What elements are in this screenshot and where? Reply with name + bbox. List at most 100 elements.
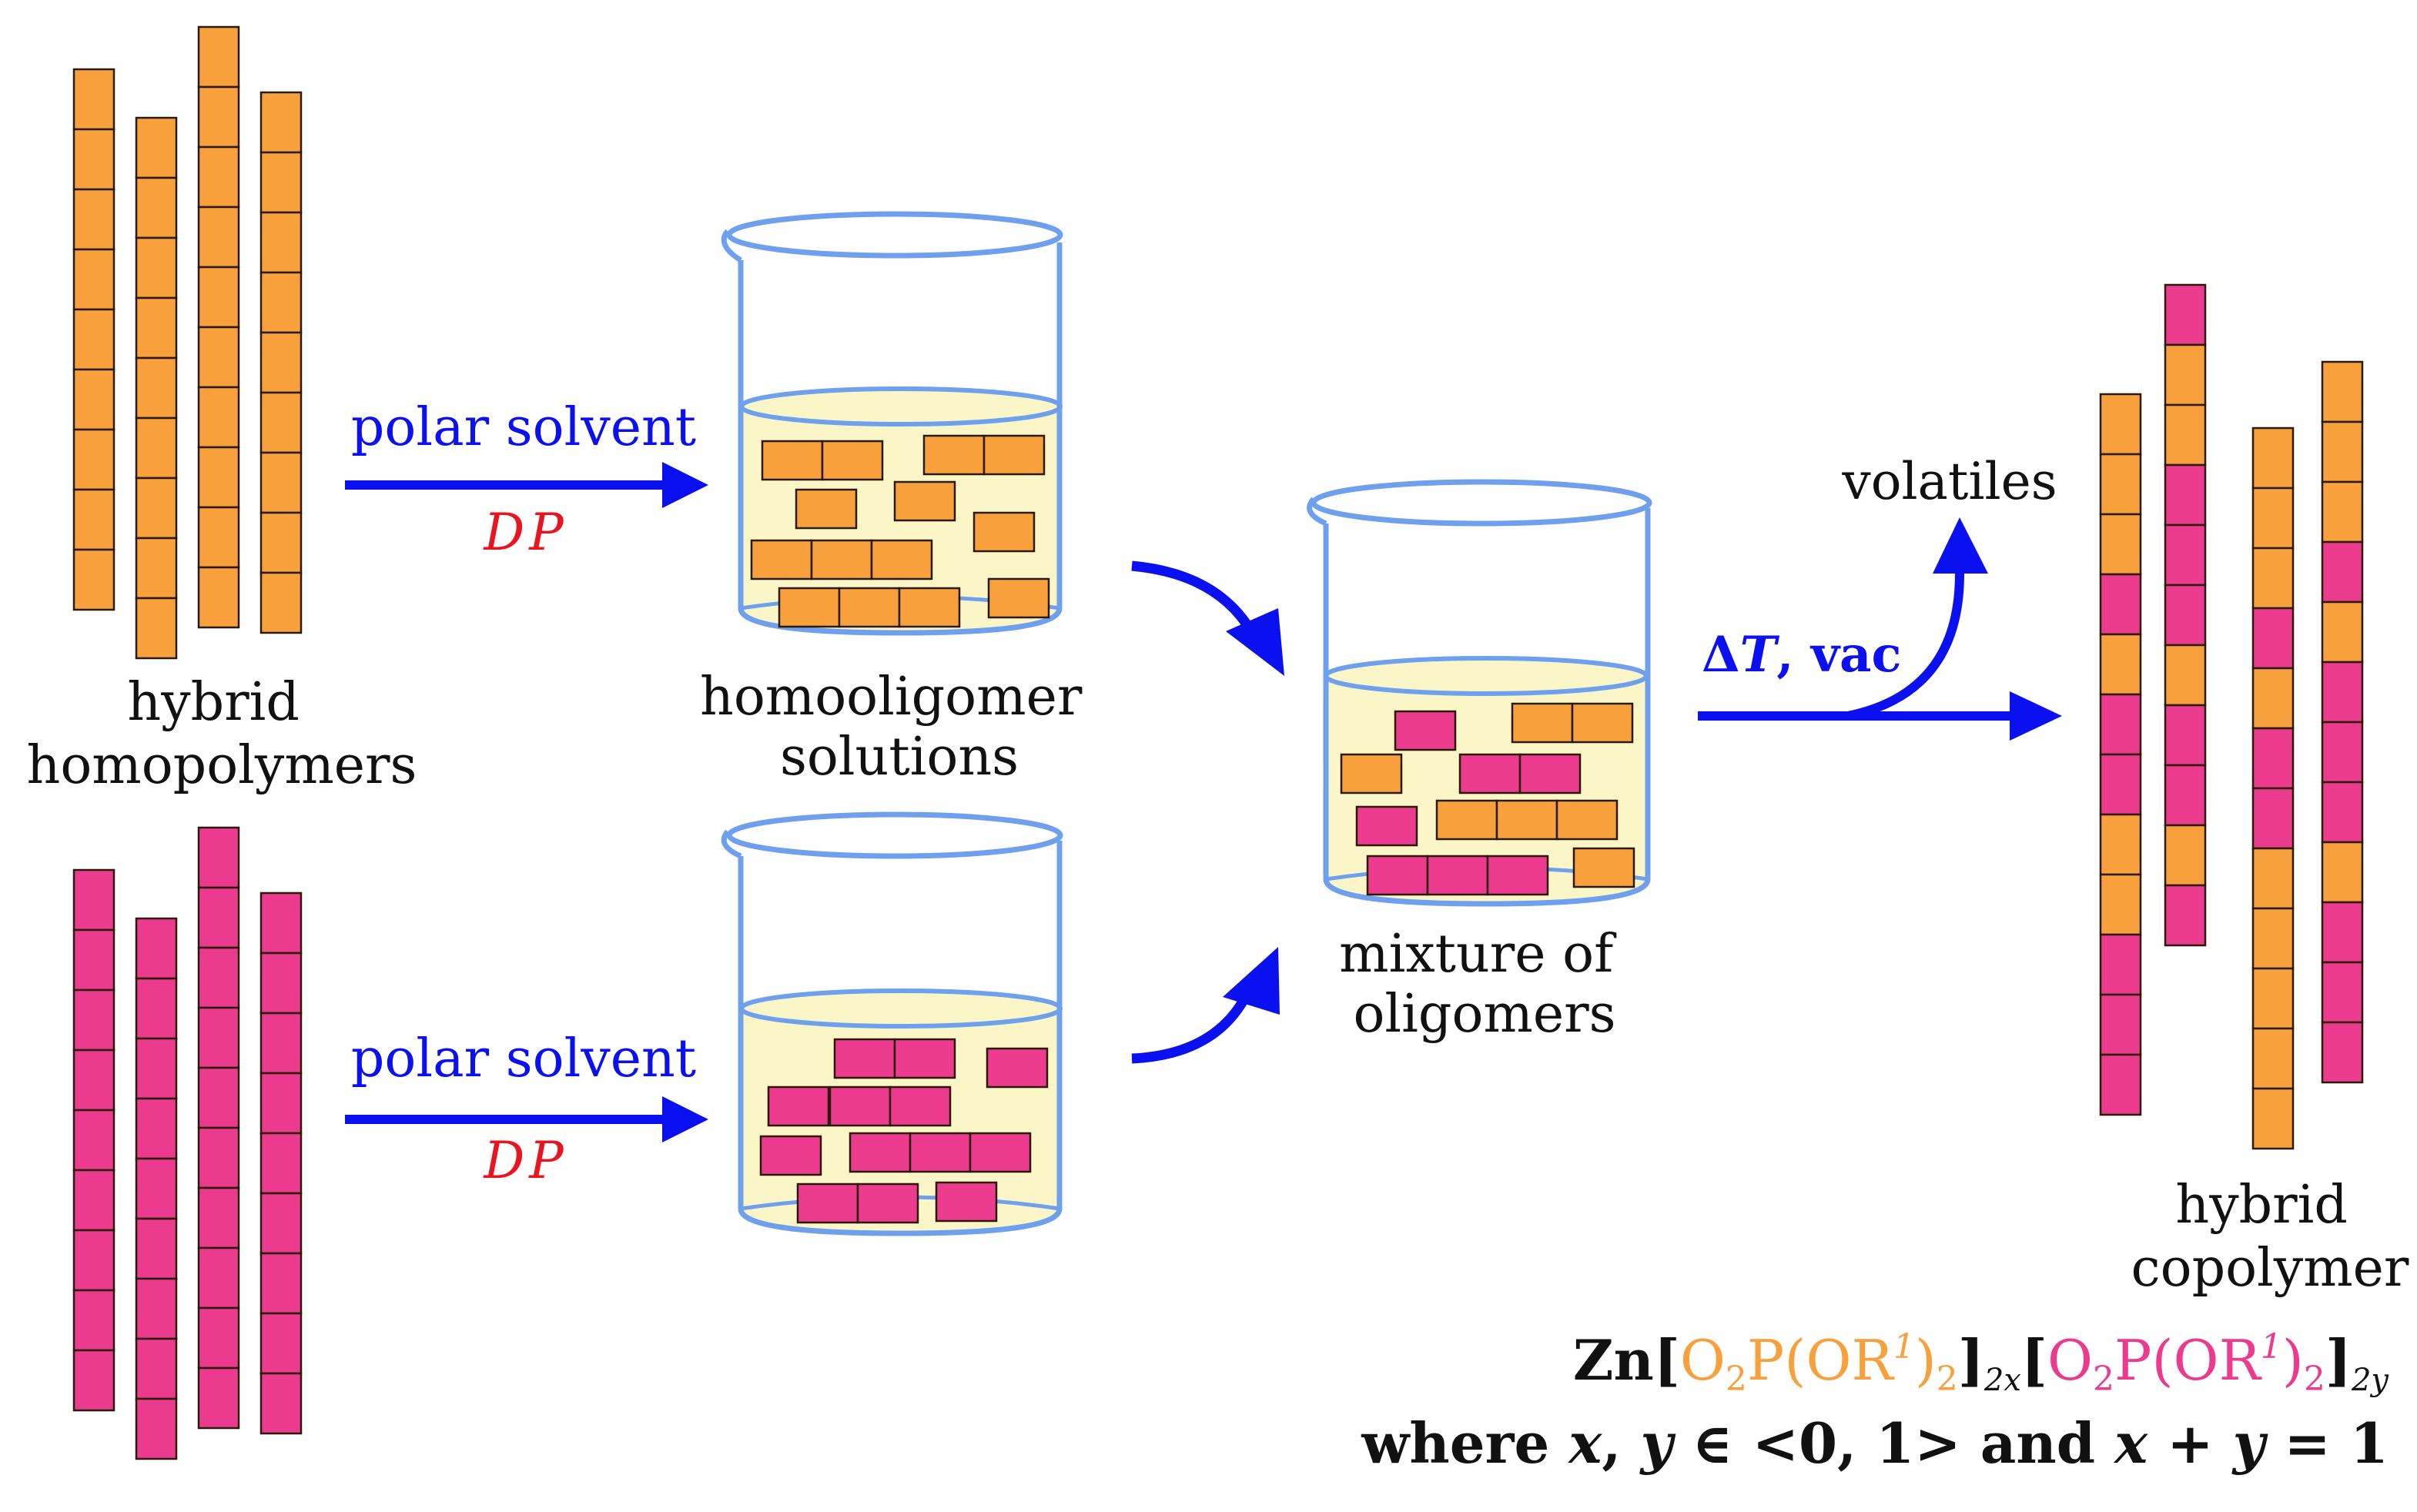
- t-symbol: T: [1740, 626, 1780, 684]
- hybrid-homopolymers-label-line2: homopolymers: [27, 735, 417, 796]
- orange-oligomer-segment: [778, 587, 841, 628]
- orange-homopolymer-chain-1-segment: [72, 188, 115, 251]
- mixed-oligomer-segment: [1572, 847, 1635, 888]
- copolymer-chain-4-segment: [2321, 360, 2364, 423]
- orange-homopolymer-chain-1-segment: [72, 488, 115, 551]
- copolymer-chain-4-segment: [2321, 600, 2364, 664]
- formula-g2-close: ): [2282, 1328, 2304, 1393]
- copolymer-chain-2-segment: [2164, 283, 2207, 346]
- composition-condition: where x, y ∈ <0, 1> and x + y = 1: [1361, 1410, 2389, 1476]
- formula-g1-sup: 1: [1893, 1327, 1915, 1366]
- polar-solvent-label-top: polar solvent: [351, 397, 696, 458]
- hybrid-copolymer-label-line1: hybrid: [2175, 1175, 2348, 1236]
- mixed-oligomer-blocks: [1340, 702, 1635, 896]
- mixed-oligomer-segment: [1518, 753, 1582, 794]
- mixed-oligomer-segment: [1571, 702, 1634, 744]
- orange-homopolymer-chain-3-segment: [197, 446, 240, 509]
- orange-homopolymer-chain-1-segment: [72, 128, 115, 191]
- pink-oligomer-segment: [759, 1135, 822, 1176]
- condition-x2: x: [2113, 1410, 2148, 1476]
- curved-arrow-top-to-mixture: [1131, 560, 1284, 676]
- pink-oligomer-segment: [969, 1132, 1032, 1173]
- formula-open2: [: [2021, 1327, 2047, 1393]
- condition-x: x: [1567, 1410, 1602, 1476]
- orange-homopolymer-chain-2-segment: [135, 356, 178, 420]
- pink-oligomer-segment: [889, 1085, 952, 1127]
- copolymer-chain-1-segment: [2099, 693, 2142, 756]
- copolymer-chain-1-segment: [2099, 753, 2142, 816]
- copolymer-chain-2-segment: [2164, 644, 2207, 707]
- pink-homopolymer-chain-2-segment: [135, 917, 178, 980]
- pink-homopolymer-chain-1-segment: [72, 1049, 115, 1112]
- formula-g2-sup: 1: [2261, 1327, 2282, 1366]
- condition-in: ∈ <0, 1> and: [1672, 1410, 2114, 1476]
- mixture-label-line2: oligomers: [1353, 984, 1615, 1045]
- pink-homopolymer-chain-3-segment: [197, 1186, 240, 1249]
- copolymer-chain-1-segment: [2099, 993, 2142, 1056]
- heat-vacuum-arrow: ΔT, vac: [1698, 517, 2062, 741]
- copolymer-chain-2-segment: [2164, 824, 2207, 887]
- formula-g2-o-sub: 2: [2093, 1360, 2114, 1399]
- orange-homopolymer-chain-3-segment: [197, 506, 240, 569]
- orange-homopolymer-chain-4-segment: [259, 451, 303, 514]
- pink-homopolymer-chain-4-segment: [259, 1312, 303, 1375]
- orange-homopolymer-chain-3-segment: [197, 386, 240, 449]
- homooligomer-solutions-label-line2: solutions: [780, 727, 1019, 788]
- pink-homopolymer-chain-1-segment: [72, 1109, 115, 1172]
- condition-eq: = 1: [2265, 1410, 2389, 1476]
- pink-homopolymer-chain-1-segment: [72, 868, 115, 932]
- pink-oligomer-segment: [893, 1038, 956, 1079]
- dp-label-bottom: DP: [483, 1131, 567, 1190]
- orange-oligomer-segment: [898, 587, 961, 628]
- svg-text:homooligomer solutions: homooligomer solutions: [700, 667, 1099, 788]
- pink-homopolymer-chain-2-segment: [135, 1277, 178, 1340]
- copolymer-chain-4-segment: [2321, 480, 2364, 544]
- hybrid-homopolymers-label-line1: hybrid: [127, 672, 300, 733]
- orange-homopolymer-chain-3-segment: [197, 25, 240, 89]
- pink-homopolymer-chain-3-segment: [197, 1246, 240, 1310]
- orange-homopolymer-chain-3-segment: [197, 266, 240, 329]
- condition-y: y: [1639, 1410, 1675, 1476]
- pink-homopolymer-chain-4-segment: [259, 1252, 303, 1315]
- formula-g2-close-sub: 2: [2304, 1360, 2325, 1399]
- pink-homopolymer-chain-2-segment: [135, 1037, 178, 1100]
- orange-homopolymer-chain-1-segment: [72, 368, 115, 431]
- orange-homopolymer-chain-2-segment: [135, 296, 178, 360]
- pink-oligomer-segment: [909, 1132, 972, 1173]
- copolymer-chain-3-segment: [2251, 607, 2295, 670]
- copolymer-chain-3-segment: [2251, 487, 2295, 550]
- copolymer-chain-2-segment: [2164, 463, 2207, 527]
- polar-solvent-arrow-bottom: polar solvent DP: [345, 1029, 708, 1190]
- formula-g1-o-sub: 2: [1726, 1360, 1747, 1399]
- orange-homopolymer-chain-4-segment: [259, 571, 303, 634]
- orange-homopolymer-chain-1-segment: [72, 248, 115, 311]
- mixed-oligomer-segment: [1435, 799, 1498, 841]
- copolymer-chain-3-segment: [2251, 847, 2295, 910]
- pink-oligomer-segment: [849, 1132, 912, 1173]
- beaker-orange-oligomers: [721, 211, 1063, 636]
- copolymer-chain-3-segment: [2251, 427, 2295, 490]
- copolymer-chain-2-segment: [2164, 403, 2207, 467]
- copolymer-chain-1-segment: [2099, 513, 2142, 576]
- formula-open1: [: [1654, 1327, 1680, 1393]
- pink-homopolymer-chain-4-segment: [259, 1192, 303, 1255]
- svg-text:ΔT, vac: ΔT, vac: [1702, 626, 1901, 684]
- orange-oligomer-segment: [870, 539, 933, 580]
- orange-oligomer-segment: [922, 434, 986, 476]
- pink-homopolymer-chain-2-segment: [135, 1157, 178, 1220]
- copolymer-chain-1-segment: [2099, 393, 2142, 456]
- vac-text: , vac: [1776, 626, 1901, 684]
- copolymer-chain-4-segment: [2321, 721, 2364, 784]
- orange-homopolymer-chain-4-segment: [259, 331, 303, 394]
- copolymer-chain-1-segment: [2099, 933, 2142, 996]
- pink-oligomer-segment: [796, 1183, 859, 1224]
- copolymer-chain-1-segment: [2099, 573, 2142, 636]
- pink-oligomer-segment: [767, 1085, 830, 1127]
- orange-homopolymer-chain-4-segment: [259, 211, 303, 274]
- curved-arrow-bottom-to-mixture: [1131, 947, 1280, 1064]
- polar-solvent-label-bottom: polar solvent: [351, 1029, 696, 1089]
- copolymer-chain-2-segment: [2164, 584, 2207, 647]
- orange-oligomer-segment: [761, 440, 824, 481]
- orange-oligomer-blocks: [750, 434, 1050, 628]
- copolymer-chain-4-segment: [2321, 961, 2364, 1024]
